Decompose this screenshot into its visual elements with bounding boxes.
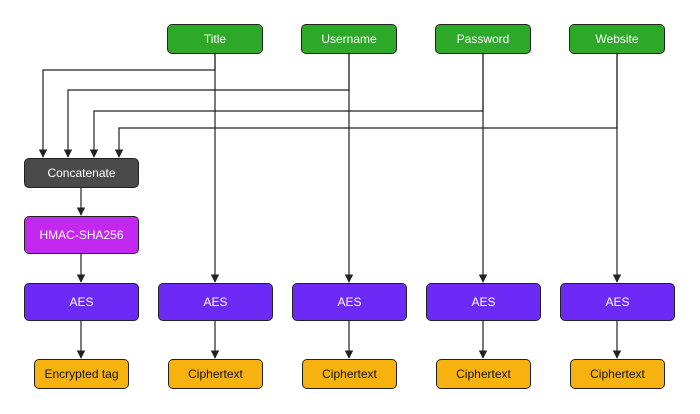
- output-node-encrypted-tag: Encrypted tag: [34, 359, 129, 389]
- input-label: Password: [456, 32, 510, 46]
- input-node-title: Title: [167, 24, 263, 54]
- aes-label: AES: [203, 295, 228, 309]
- input-node-website: Website: [569, 24, 665, 54]
- input-label: Website: [595, 32, 639, 46]
- aes-node-username: AES: [292, 283, 407, 321]
- input-label: Username: [321, 32, 377, 46]
- output-node-ciphertext-website: Ciphertext: [570, 359, 665, 389]
- aes-node-title: AES: [158, 283, 273, 321]
- output-label: Encrypted tag: [44, 367, 119, 381]
- input-node-username: Username: [301, 24, 397, 54]
- output-label: Ciphertext: [188, 367, 243, 381]
- hmac-node: HMAC-SHA256: [24, 216, 139, 254]
- output-node-ciphertext-password: Ciphertext: [436, 359, 531, 389]
- output-label: Ciphertext: [456, 367, 511, 381]
- output-label: Ciphertext: [322, 367, 377, 381]
- aes-node-website: AES: [560, 283, 675, 321]
- output-node-ciphertext-title: Ciphertext: [168, 359, 263, 389]
- aes-node-password: AES: [426, 283, 541, 321]
- wire-input-to-concatenate: [38, 54, 216, 158]
- aes-label: AES: [337, 295, 362, 309]
- input-node-password: Password: [435, 24, 531, 54]
- concatenate-node: Concatenate: [24, 158, 139, 188]
- output-label: Ciphertext: [590, 367, 645, 381]
- output-node-ciphertext-username: Ciphertext: [302, 359, 397, 389]
- concatenate-label: Concatenate: [47, 166, 116, 180]
- aes-label: AES: [605, 295, 630, 309]
- aes-node-tag: AES: [24, 283, 139, 321]
- hmac-label: HMAC-SHA256: [39, 228, 124, 242]
- aes-label: AES: [69, 295, 94, 309]
- aes-label: AES: [471, 295, 496, 309]
- input-label: Title: [203, 32, 227, 46]
